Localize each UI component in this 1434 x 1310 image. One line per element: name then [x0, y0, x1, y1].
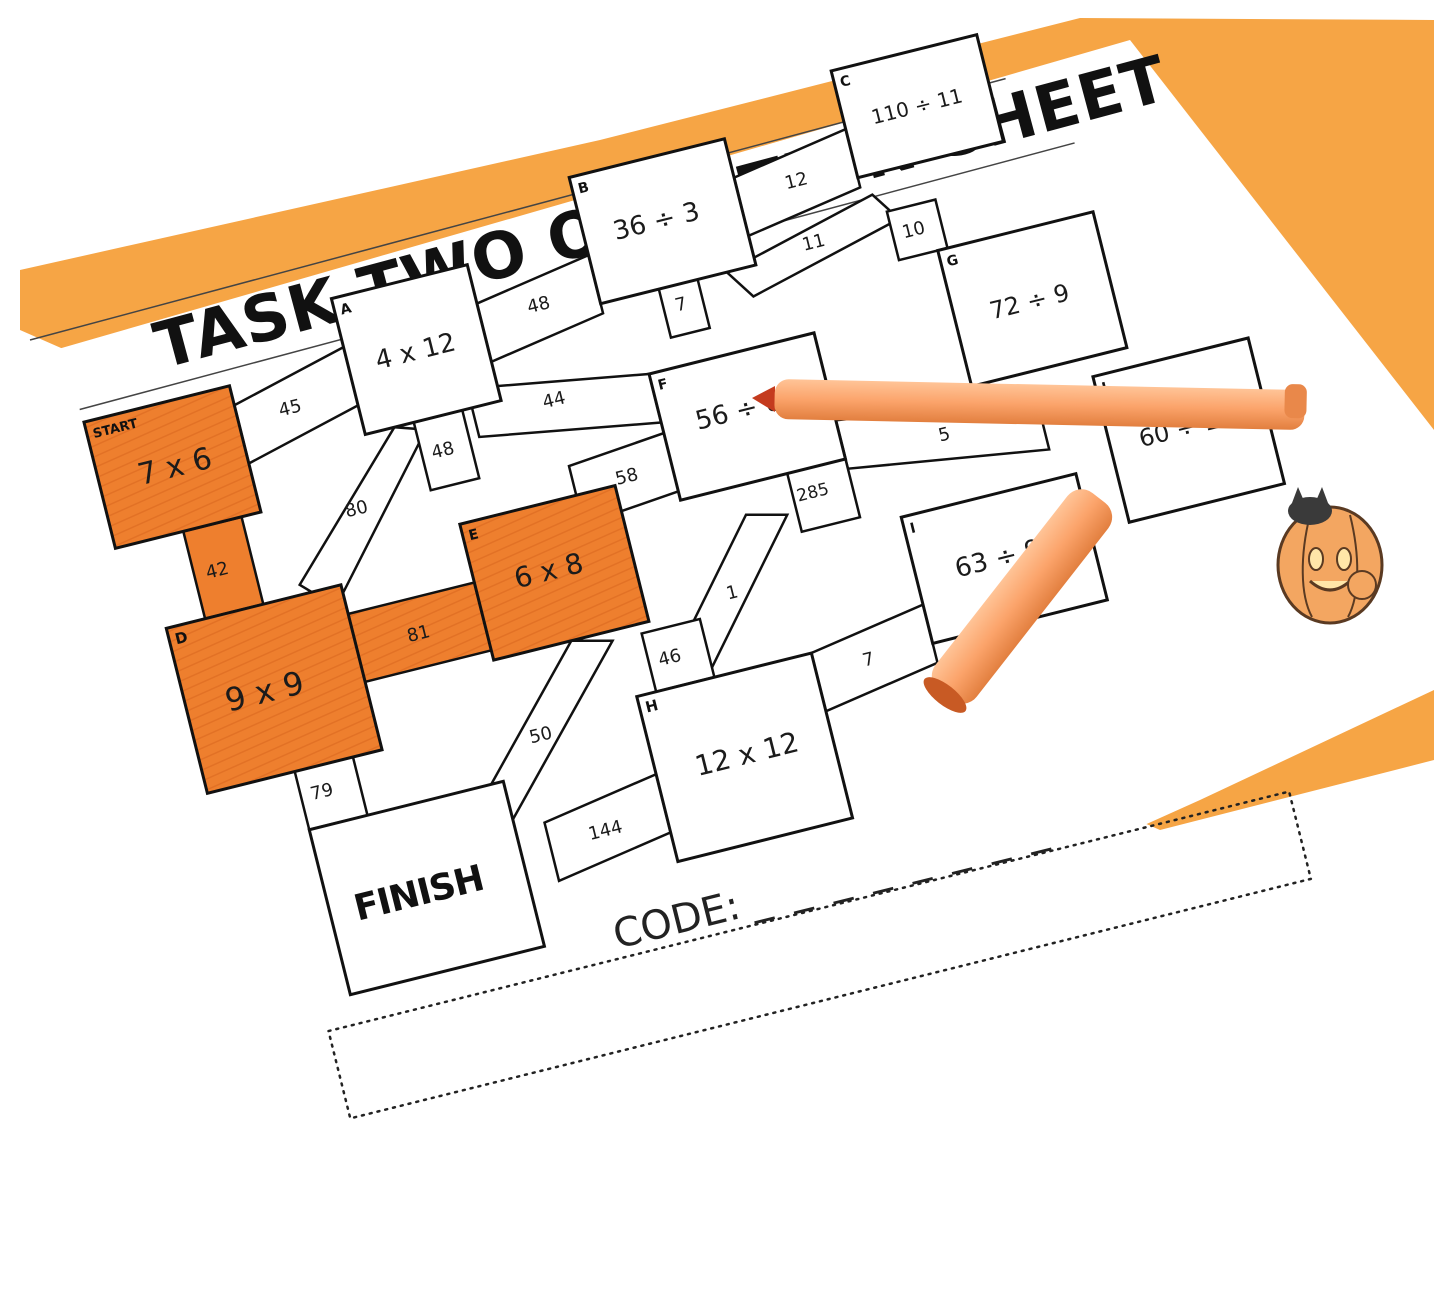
photo-scene: TASK TWO QUESTION SHEET 45 42 81 48 80 4… [0, 0, 1434, 1310]
